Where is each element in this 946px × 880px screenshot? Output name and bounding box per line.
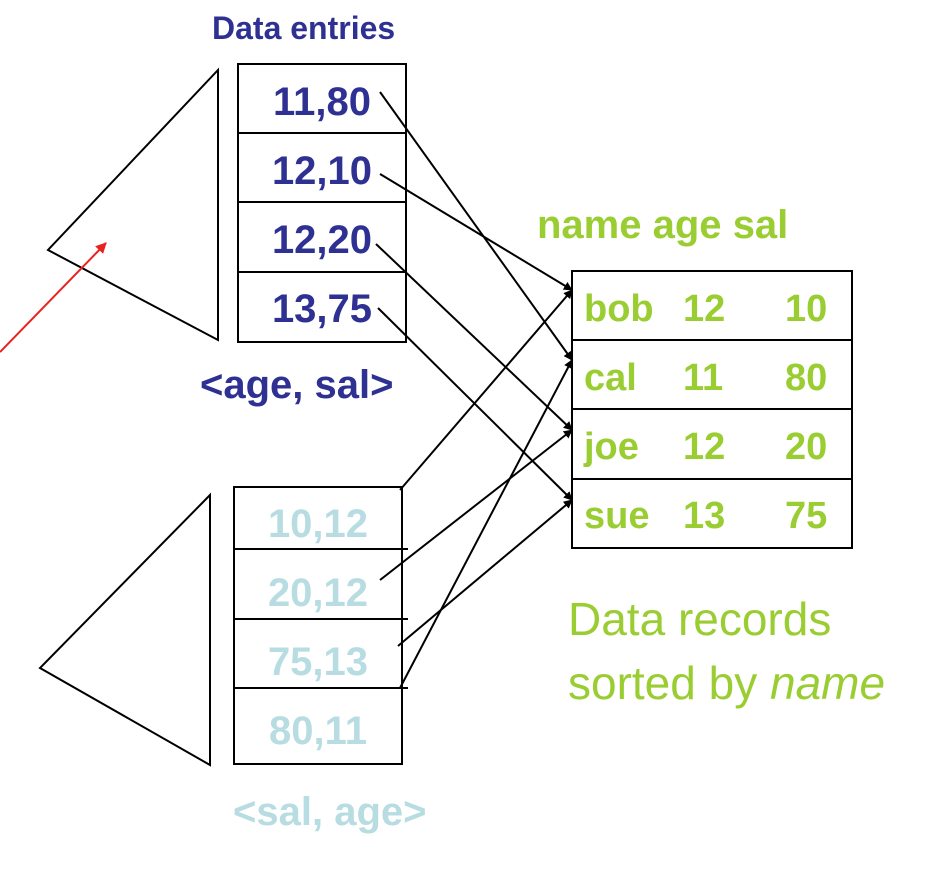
record-sal: 75 — [785, 495, 828, 537]
age-sal-entry: 12,10 — [271, 149, 373, 193]
btree-triangle-bottom — [38, 492, 211, 767]
age-sal-pointer-arrow — [379, 173, 573, 291]
sal-age-pointer-arrow — [397, 499, 573, 647]
sal-age-entry: 75,13 — [267, 640, 369, 684]
record-age: 12 — [683, 288, 726, 330]
records-caption-line2: sorted by name — [568, 656, 885, 710]
red-pointer-arrow — [0, 242, 107, 353]
age-sal-entry: 11,80 — [273, 80, 371, 124]
sal-age-entry: 10,12 — [267, 502, 369, 546]
sal-age-entries-box — [233, 486, 403, 765]
btree-triangle-top — [46, 67, 219, 342]
sal-age-pointer-arrow — [399, 359, 573, 689]
age-sal-pointer-arrow — [375, 243, 573, 431]
header-age: age — [652, 203, 722, 247]
record-age: 12 — [683, 426, 726, 468]
record-name: bob — [584, 288, 654, 330]
data-entries-title: Data entries — [212, 10, 396, 46]
header-name: name — [537, 203, 642, 247]
age-sal-entry: 13,75 — [271, 287, 373, 331]
caption-prefix: sorted by — [568, 657, 770, 709]
record-sal: 80 — [785, 357, 828, 399]
record-sal: 10 — [785, 288, 828, 330]
age-sal-index-caption: <age, sal> — [200, 363, 394, 407]
age-sal-pointer-arrow — [379, 91, 573, 361]
caption-sort-key: name — [770, 657, 886, 709]
record-name: cal — [584, 357, 637, 399]
record-sal: 20 — [785, 426, 828, 468]
record-age: 11 — [683, 357, 724, 399]
record-name: sue — [584, 495, 650, 537]
header-sal: sal — [732, 203, 789, 247]
sal-age-index-caption: <sal, age> — [233, 790, 427, 834]
pointer-arrows — [375, 91, 573, 689]
sal-age-entry: 80,11 — [269, 709, 367, 753]
record-age: 13 — [683, 495, 726, 537]
record-name: joe — [584, 426, 639, 468]
sal-age-entry: 20,12 — [267, 571, 369, 615]
age-sal-entry: 12,20 — [271, 218, 373, 262]
records-caption-line1: Data records — [568, 593, 832, 645]
sal-age-pointer-arrow — [399, 289, 573, 491]
records-header: name age sal — [537, 203, 788, 248]
sal-age-pointer-arrow — [379, 429, 573, 581]
